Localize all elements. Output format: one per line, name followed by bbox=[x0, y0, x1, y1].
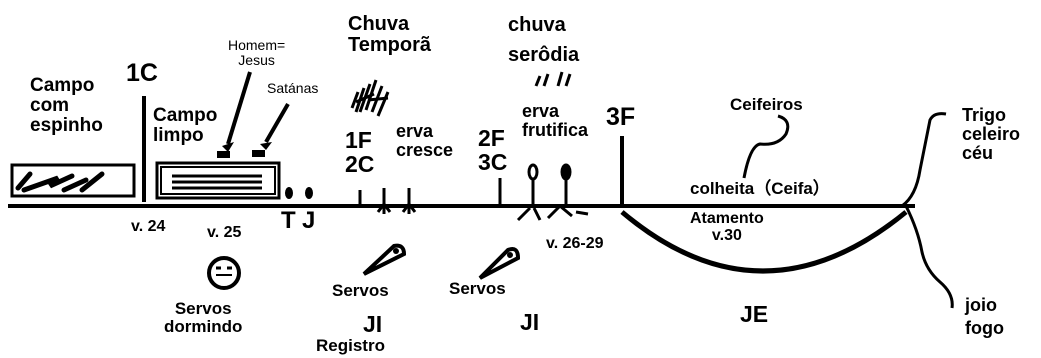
label-1c: 1C bbox=[126, 59, 158, 87]
label-servos-dormindo: Servos dormindo bbox=[164, 299, 243, 336]
label-servos-1: Servos bbox=[332, 281, 389, 300]
label-2f-3c: 2F 3C bbox=[478, 125, 508, 176]
label-chuva-tempora: Chuva Temporã bbox=[348, 13, 431, 56]
label-chuva-serodia: chuva serôdia bbox=[508, 14, 580, 66]
reapers-hook bbox=[742, 114, 790, 179]
satan-seed bbox=[252, 150, 265, 157]
label-1f-2c: 1F 2C bbox=[345, 127, 375, 178]
sprout-2 bbox=[401, 188, 417, 214]
label-verses-26-29: v. 26-29 bbox=[546, 235, 604, 252]
label-ceifeiros: Ceifeiros bbox=[730, 95, 803, 114]
marker-t-dot bbox=[285, 187, 293, 199]
label-atamento: Atamento v.30 bbox=[690, 210, 764, 244]
label-registro: Registro bbox=[316, 336, 385, 355]
jesus-seed bbox=[217, 151, 230, 158]
label-verse-24: v. 24 bbox=[131, 218, 166, 235]
sleeping-face-icon bbox=[207, 256, 241, 290]
label-ji-2: JI bbox=[520, 309, 540, 335]
label-verse-25: v. 25 bbox=[207, 224, 242, 241]
sprout-1 bbox=[376, 188, 392, 214]
label-t: T bbox=[281, 207, 296, 234]
jesus-arrowhead bbox=[222, 142, 234, 152]
label-j: J bbox=[302, 207, 316, 234]
label-servos-2: Servos bbox=[449, 279, 506, 298]
tares-branch bbox=[904, 205, 954, 309]
late-rain-icon bbox=[534, 71, 572, 87]
jesus-arrow bbox=[226, 71, 252, 145]
satan-arrowhead bbox=[260, 142, 272, 150]
label-colheita: colheita（Ceifa） bbox=[690, 179, 830, 198]
marker-j-dot bbox=[305, 187, 313, 199]
label-campo-limpo: Campo limpo bbox=[153, 105, 218, 146]
label-erva-frutifica: erva frutifica bbox=[522, 101, 589, 140]
wheat-branch bbox=[901, 112, 947, 208]
label-homem-jesus: Homem= Jesus bbox=[228, 37, 286, 68]
label-3f: 3F bbox=[606, 103, 636, 131]
label-campo-espinho: Campo com espinho bbox=[30, 75, 103, 136]
label-ji-1: JI bbox=[363, 311, 383, 337]
label-satanas: Satánas bbox=[267, 80, 319, 96]
thorn-field-box bbox=[10, 163, 136, 198]
thorn-scribble bbox=[15, 171, 105, 193]
satan-arrow bbox=[264, 102, 290, 144]
label-trigo: Trigo celeiro céu bbox=[962, 105, 1021, 163]
label-je: JE bbox=[740, 301, 769, 327]
clean-field-box bbox=[155, 161, 281, 200]
fruiting-plants bbox=[516, 163, 589, 222]
label-erva-cresce: erva cresce bbox=[396, 121, 454, 160]
harvest-curve bbox=[620, 210, 908, 274]
early-rain-icon bbox=[350, 79, 390, 117]
label-joio: joio fogo bbox=[965, 295, 1004, 339]
clean-field-inner bbox=[160, 166, 276, 195]
